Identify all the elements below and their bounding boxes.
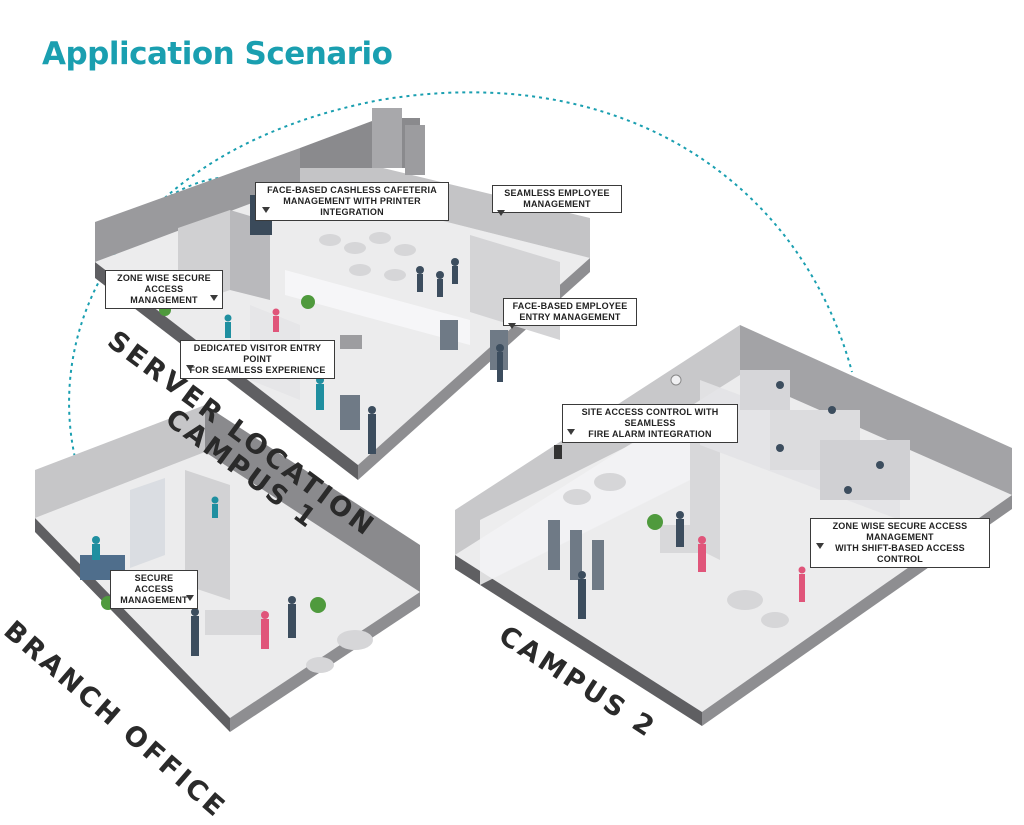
callout-text: MANAGEMENT	[523, 199, 591, 209]
callout-text: WITH SHIFT-BASED ACCESS CONTROL	[835, 543, 965, 564]
callout-pointer	[210, 295, 218, 301]
callout-text: SECURE ACCESS	[134, 573, 174, 594]
callout-site-access: SITE ACCESS CONTROL WITH SEAMLESS FIRE A…	[562, 404, 738, 443]
callout-text: SITE ACCESS CONTROL WITH SEAMLESS	[581, 407, 719, 428]
branch-wall-right	[205, 405, 420, 592]
callout-text: DEDICATED VISITOR ENTRY POINT	[193, 343, 322, 364]
callout-pointer	[816, 543, 824, 549]
callout-zone-shift: ZONE WISE SECURE ACCESS MANAGEMENT WITH …	[810, 518, 990, 568]
callout-text: FACE-BASED CASHLESS CAFETERIA	[267, 185, 437, 195]
callout-text: FACE-BASED EMPLOYEE	[512, 301, 628, 311]
callout-zone-wise: ZONE WISE SECURE ACCESS MANAGEMENT	[105, 270, 223, 309]
office-scene-illustration	[35, 91, 1012, 732]
callout-text: FIRE ALARM INTEGRATION	[588, 429, 712, 439]
callout-text: ZONE WISE SECURE ACCESS MANAGEMENT	[832, 521, 968, 542]
callout-text: MANAGEMENT WITH PRINTER INTEGRATION	[283, 196, 421, 217]
callout-secure-access: SECURE ACCESS MANAGEMENT	[110, 570, 198, 609]
callout-pointer	[186, 365, 194, 371]
callout-cafeteria: FACE-BASED CASHLESS CAFETERIA MANAGEMENT…	[255, 182, 449, 221]
callout-text: MANAGEMENT	[120, 595, 188, 605]
callout-face-entry: FACE-BASED EMPLOYEE ENTRY MANAGEMENT	[503, 298, 637, 326]
callout-pointer	[262, 207, 270, 213]
callout-text: FOR SEAMLESS EXPERIENCE	[189, 365, 326, 375]
callout-text: SEAMLESS EMPLOYEE	[504, 188, 610, 198]
callout-text: ACCESS MANAGEMENT	[130, 284, 198, 305]
callout-text: ZONE WISE SECURE	[117, 273, 211, 283]
connector-arc-main	[68, 91, 853, 471]
callout-visitor-entry: DEDICATED VISITOR ENTRY POINT FOR SEAMLE…	[180, 340, 335, 379]
branch-wall-left	[35, 405, 205, 518]
page-title: Application Scenario	[42, 36, 393, 72]
callout-pointer	[497, 210, 505, 216]
callout-pointer	[508, 323, 516, 329]
campus2-wall-right	[740, 325, 1012, 495]
callout-pointer	[186, 595, 194, 601]
callout-text: ENTRY MANAGEMENT	[519, 312, 621, 322]
campus1-back-wall-left	[95, 148, 300, 262]
callout-employee-management: SEAMLESS EMPLOYEE MANAGEMENT	[492, 185, 622, 213]
callout-pointer	[567, 429, 575, 435]
branch-office-building	[35, 405, 420, 732]
